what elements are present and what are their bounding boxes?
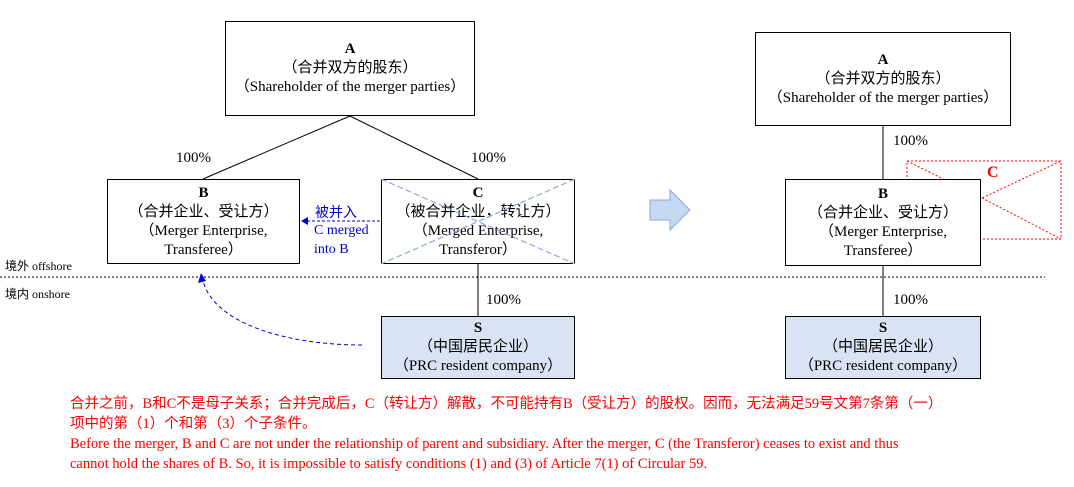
shareholder-a-title-right: A <box>877 51 889 68</box>
merge-label-en2: into B <box>314 242 349 257</box>
pct-a-b-right: 100% <box>893 133 928 149</box>
merged-enterprise-c-cn: （被合并企业，转让方） <box>395 203 561 220</box>
prc-resident-s-title: S <box>473 320 483 336</box>
shareholder-a-box-left: A （合并双方的股东） （Shareholder of the merger p… <box>225 21 475 116</box>
line-a-c-left <box>349 115 479 180</box>
shareholder-a-en: （Shareholder of the merger parties） <box>234 79 466 95</box>
merge-arrow-head <box>301 217 308 225</box>
merger-enterprise-b-en2: Transferee） <box>164 241 243 258</box>
curved-arrow <box>202 280 363 346</box>
merger-enterprise-b-title: B <box>198 184 209 201</box>
merged-enterprise-c-title: C <box>472 184 484 201</box>
merged-enterprise-c-en1: （Merged Enterprise, <box>412 222 544 239</box>
note-en-line2: cannot hold the shares of B. So, it is i… <box>70 456 708 472</box>
merged-enterprise-c-en2: Transferor） <box>439 241 517 258</box>
merger-enterprise-b-box-left: B （合并企业、受让方） （Merger Enterprise, Transfe… <box>107 179 300 264</box>
prc-resident-s-box-left: S （中国居民企业） （PRC resident company） <box>381 316 575 379</box>
pct-a-b-left: 100% <box>176 150 211 166</box>
prc-resident-s-cn-right: （中国居民企业） <box>822 339 943 355</box>
prc-resident-s-en-right: （PRC resident company） <box>798 358 968 374</box>
merge-label-cn: 被并入 <box>315 206 357 221</box>
shareholder-a-cn: （合并双方的股东） <box>282 60 418 76</box>
prc-resident-s-cn: （中国居民企业） <box>417 339 538 355</box>
merge-label-en1: C merged <box>314 223 369 238</box>
dissolved-c-envelope-lower <box>981 197 1062 240</box>
offshore-label: 境外 offshore <box>5 259 72 273</box>
shareholder-a-cn-right: （合并双方的股东） <box>815 70 951 87</box>
pct-b-s-right: 100% <box>893 292 928 308</box>
prc-resident-s-box-right: S （中国居民企业） （PRC resident company） <box>785 316 981 379</box>
dissolved-c-label: C <box>987 164 999 181</box>
prc-resident-s-title-right: S <box>878 320 888 336</box>
shareholder-a-en-right: （Shareholder of the merger parties） <box>767 89 999 106</box>
line-a-b-left <box>202 115 351 180</box>
note-cn-line1: 合并之前，B和C不是母子关系；合并完成后，C（转让方）解散，不可能持有B（受让方… <box>70 396 943 412</box>
shareholder-a-title: A <box>344 41 356 57</box>
note-en-line1: Before the merger, B and C are not under… <box>70 436 899 452</box>
pct-c-s-left: 100% <box>486 292 521 308</box>
merger-enterprise-b-en2-right: Transferee） <box>843 242 923 259</box>
cross-out-icon <box>381 179 575 264</box>
transition-arrow <box>649 188 691 232</box>
merger-enterprise-b-cn: （合并企业、受让方） <box>128 203 279 220</box>
merger-enterprise-b-box-right: B （合并企业、受让方） （Merger Enterprise, Transfe… <box>785 179 981 266</box>
merger-enterprise-b-en1-right: （Merger Enterprise, <box>818 223 947 240</box>
merger-enterprise-b-en1: （Merger Enterprise, <box>139 222 268 239</box>
prc-resident-s-en: （PRC resident company） <box>393 358 563 374</box>
shareholder-a-box-right: A （合并双方的股东） （Shareholder of the merger p… <box>755 32 1011 126</box>
merger-enterprise-b-title-right: B <box>877 185 888 202</box>
note-cn-line2: 项中的第（1）个和第（3）个子条件。 <box>70 416 317 432</box>
merger-enterprise-b-cn-right: （合并企业、受让方） <box>807 204 958 221</box>
curved-arrow-head <box>198 273 206 283</box>
onshore-label: 境内 onshore <box>5 287 70 301</box>
pct-a-c-left: 100% <box>471 150 506 166</box>
